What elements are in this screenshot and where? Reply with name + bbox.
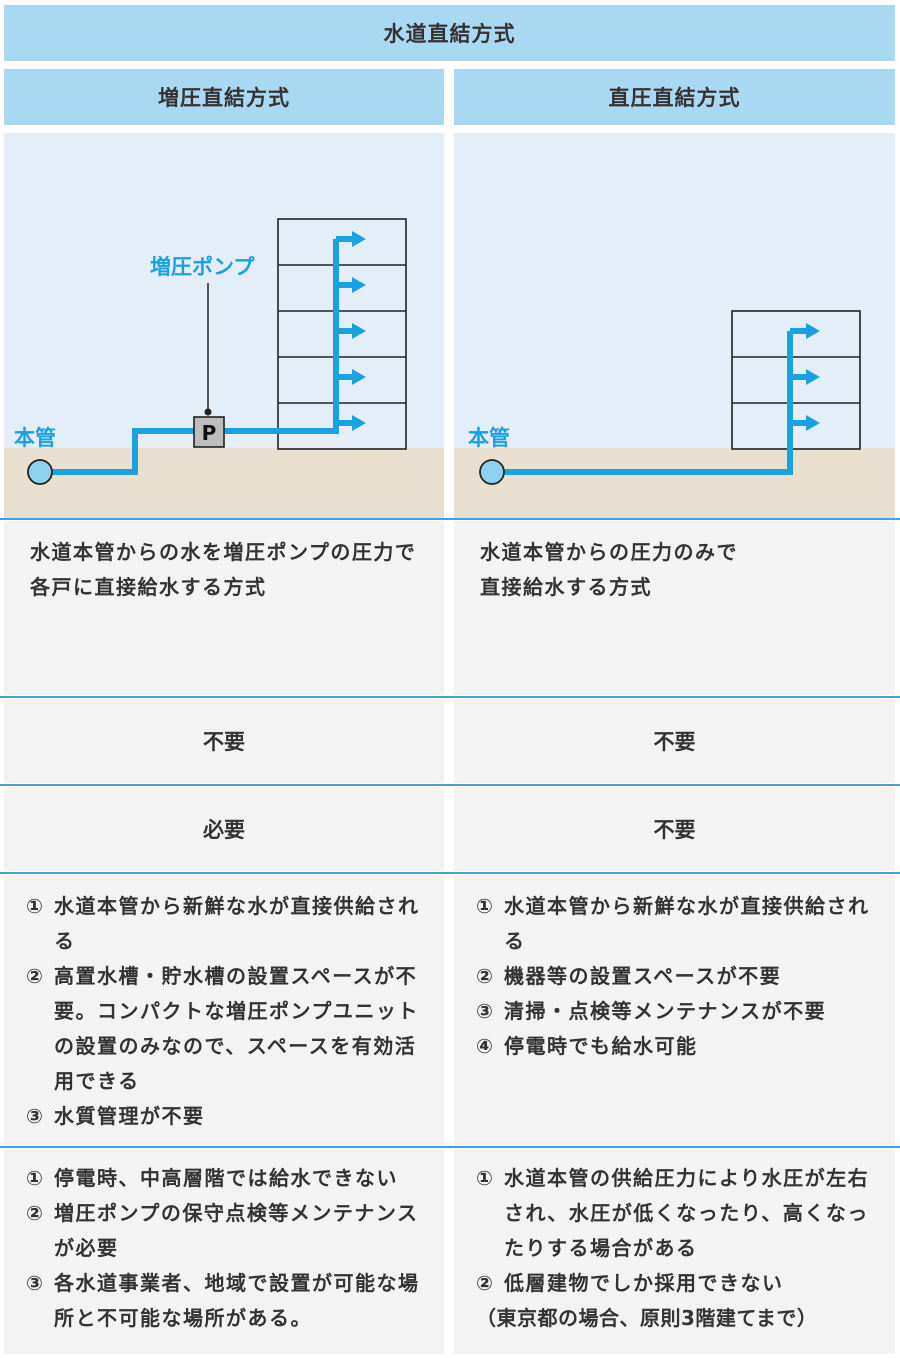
- water-pipe-direct: [492, 328, 808, 475]
- row2-direct: 不要: [454, 699, 895, 783]
- row-divider: [0, 696, 900, 698]
- arrow-head: [352, 277, 366, 293]
- arrow-head: [806, 415, 820, 431]
- row-divider: [0, 1146, 900, 1148]
- diagram-booster: 本管 P 増圧ポンプ: [4, 133, 444, 518]
- row-divider: [0, 872, 900, 874]
- row3-value: 不要: [653, 818, 696, 842]
- column-header-booster: 増圧直結方式: [4, 69, 444, 125]
- water-pipe-booster: [42, 236, 354, 475]
- arrow-head: [352, 323, 366, 339]
- description-booster: 水道本管からの水を増圧ポンプの圧力で各戸に直接給水する方式: [4, 521, 444, 695]
- column-title-direct: 直圧直結方式: [608, 86, 741, 110]
- arrowheads-booster: [352, 231, 366, 431]
- row-divider: [0, 784, 900, 786]
- building-outline: [277, 218, 407, 450]
- building-outline: [731, 310, 861, 450]
- arrowheads-direct: [806, 323, 820, 431]
- arrow-head: [352, 415, 366, 431]
- main-pipe-circle: [479, 459, 505, 485]
- pump-label: 増圧ポンプ: [150, 255, 255, 279]
- ground: [4, 448, 444, 518]
- row2-booster: 不要: [4, 699, 444, 783]
- description-direct: 水道本管からの圧力のみで直接給水する方式: [454, 521, 895, 695]
- main-pipe-label: 本管: [468, 426, 510, 450]
- row2-value: 不要: [653, 730, 696, 754]
- row2-value: 不要: [203, 730, 245, 754]
- demerit-item: （東京都の場合、原則3階建てまで）: [476, 1306, 818, 1330]
- description-text: 水道本管からの水を増圧ポンプの圧力で各戸に直接給水する方式: [30, 540, 417, 599]
- arrow-head: [352, 369, 366, 385]
- arrow-head: [352, 231, 366, 247]
- pump-icon: [193, 416, 225, 448]
- main-header-title: 水道直結方式: [383, 22, 516, 46]
- building-booster: [277, 218, 407, 450]
- column-title-booster: 増圧直結方式: [158, 86, 290, 110]
- building-direct: [731, 310, 861, 450]
- arrow-head: [806, 323, 820, 339]
- pump-leader-dot: [204, 408, 212, 416]
- diagram-direct: 本管: [454, 133, 895, 518]
- column-header-direct: 直圧直結方式: [454, 69, 895, 125]
- description-text: 水道本管からの圧力のみで直接給水する方式: [480, 540, 738, 599]
- main-header: 水道直結方式: [4, 5, 895, 61]
- direct-diagram-svg: 本管: [454, 310, 895, 518]
- pump-symbol: P: [202, 421, 217, 445]
- booster-diagram-svg: 本管 P 増圧ポンプ: [4, 218, 444, 518]
- row-divider: [0, 518, 900, 520]
- arrow-head: [806, 369, 820, 385]
- main-pipe-circle: [27, 459, 53, 485]
- main-pipe-label: 本管: [14, 426, 56, 450]
- pipe-main-route: [42, 239, 339, 475]
- ground: [454, 448, 895, 518]
- row3-value: 必要: [203, 818, 245, 842]
- row3-booster: 必要: [4, 787, 444, 871]
- row3-direct: 不要: [454, 787, 895, 871]
